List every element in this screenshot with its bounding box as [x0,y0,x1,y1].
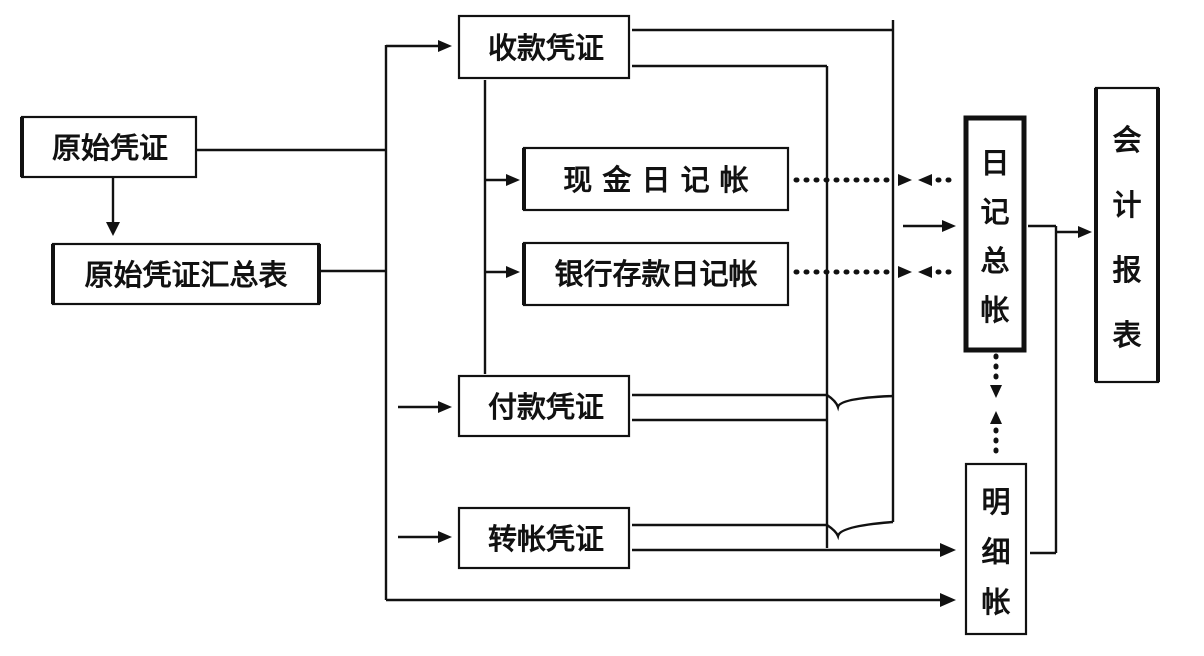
node-source-label: 原始凭证 [52,131,168,165]
node-transfer-label: 转帐凭证 [488,522,604,556]
node-payment-label: 付款凭证 [488,390,604,424]
node-journal-ledger: 日记总帐 [963,115,1027,353]
node-detail-label: 明细帐 [981,485,1010,619]
node-report: 会计报表 [1094,86,1160,384]
node-detail-ledger: 明细帐 [964,462,1028,636]
node-source: 原始凭证 [20,115,198,179]
node-summary-label: 原始凭证汇总表 [84,258,287,292]
node-receipt: 收款凭证 [457,14,631,80]
node-payment: 付款凭证 [457,374,631,438]
node-receipt-label: 收款凭证 [488,31,604,65]
node-transfer: 转帐凭证 [457,506,631,570]
connectors [106,20,1092,607]
node-report-label: 会计报表 [1112,123,1141,352]
node-bank-label: 银行存款日记帐 [554,257,757,291]
node-bank-journal: 银行存款日记帐 [522,241,790,307]
node-summary: 原始凭证汇总表 [51,242,321,306]
node-journal-label: 日记总帐 [980,146,1009,327]
node-cash-label: 现 金 日 记 帐 [563,163,748,197]
node-cash-journal: 现 金 日 记 帐 [522,146,790,212]
